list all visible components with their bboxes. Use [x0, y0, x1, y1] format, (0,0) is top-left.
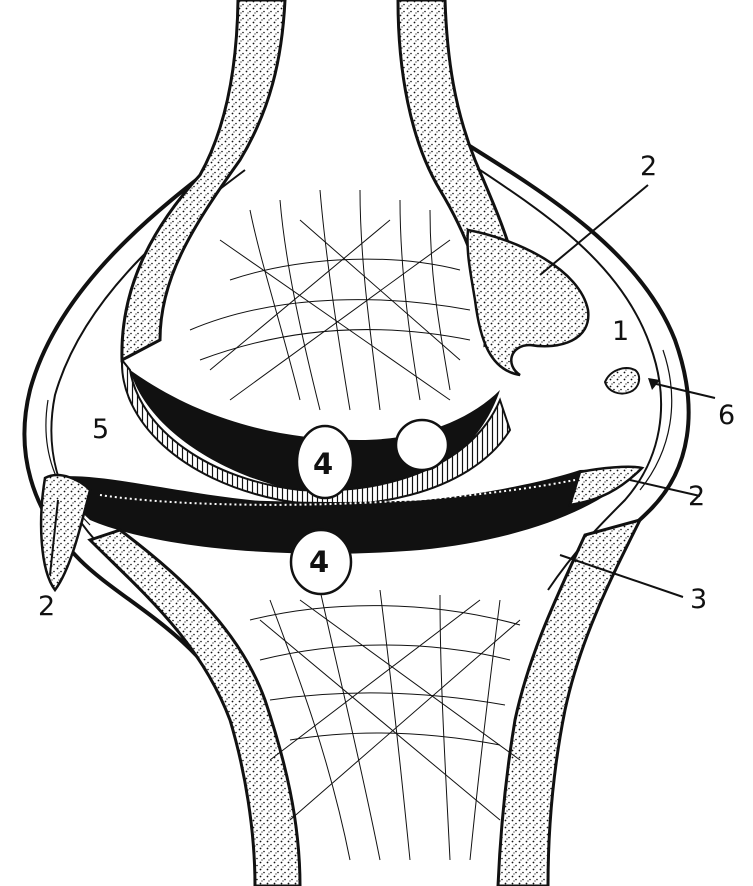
loose-body [605, 368, 639, 393]
label-5: 5 [92, 414, 109, 445]
label-3: 3 [690, 584, 707, 615]
label-1: 1 [612, 316, 629, 347]
label-6: 6 [718, 400, 735, 431]
label-4-upper: 4 [313, 447, 333, 481]
cyst-upper-right [396, 420, 448, 470]
label-2-right: 2 [688, 481, 705, 512]
synovial-fold [467, 230, 588, 375]
label-2-top: 2 [640, 151, 657, 182]
label-2-left: 2 [38, 591, 55, 622]
label-4-lower: 4 [309, 545, 329, 579]
